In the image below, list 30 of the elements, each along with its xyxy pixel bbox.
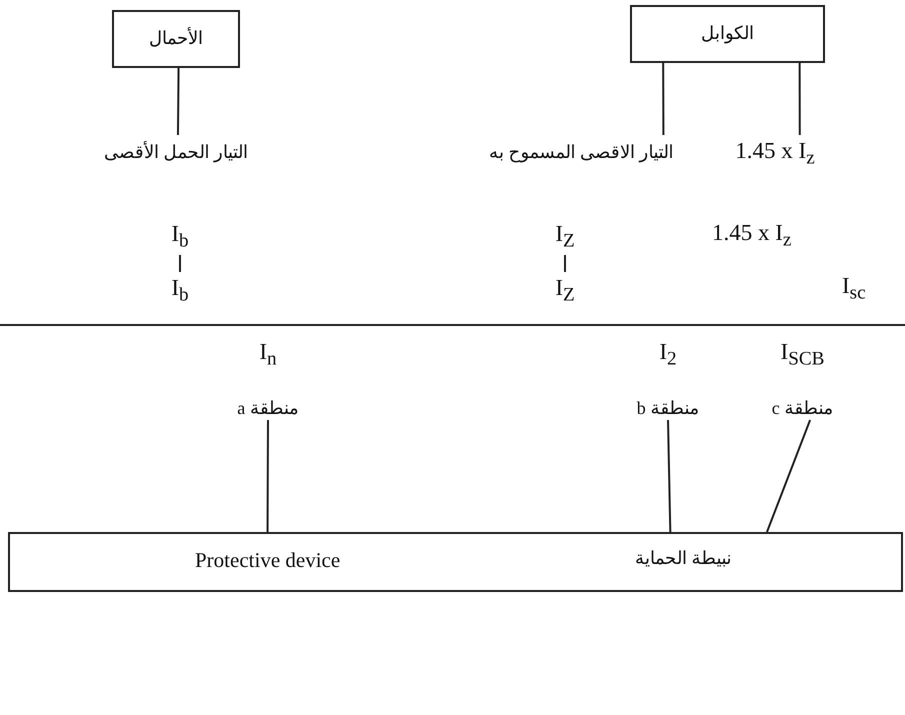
arabic-text: التيار الاقصى المسموح به [488, 142, 674, 164]
current-symbol: I$_{2}$ [659, 338, 677, 371]
connector-line [667, 420, 672, 532]
current-symbol: I$_{Z}$ [555, 274, 575, 307]
arabic-text: منطقة b [636, 398, 700, 420]
current-symbol: 1.45 x I$_{z}$ [735, 136, 815, 170]
device-box [8, 532, 903, 592]
label-box [112, 10, 240, 68]
current-symbol: I$_{sc}$ [842, 273, 866, 305]
connector-line [662, 63, 664, 135]
connector-line [798, 63, 801, 135]
arabic-text: منطقة a [237, 398, 299, 420]
current-symbol: 1.45 x I$_{z}$ [712, 220, 792, 252]
current-symbol: I$_{n}$ [259, 338, 277, 371]
arabic-text: منطقة c [772, 398, 834, 420]
arabic-text: الكوابل [701, 23, 754, 45]
current-symbol: I$_{SCB}$ [780, 338, 824, 371]
connector-line [766, 420, 812, 532]
current-symbol: I$_{b}$ [171, 274, 189, 307]
label-box [630, 5, 825, 63]
arabic-text: نبيطة الحماية [635, 548, 732, 570]
connector-line [176, 68, 180, 136]
arabic-text: التيار الحمل الأقصى [104, 142, 248, 164]
current-symbol: I$_{Z}$ [555, 220, 575, 253]
connector-line [266, 420, 269, 532]
device-name: Protective device [195, 548, 340, 574]
connector-line [564, 255, 566, 272]
connector-line [179, 255, 181, 272]
arabic-text: الأحمال [149, 28, 203, 50]
current-symbol: I$_{b}$ [171, 220, 189, 253]
